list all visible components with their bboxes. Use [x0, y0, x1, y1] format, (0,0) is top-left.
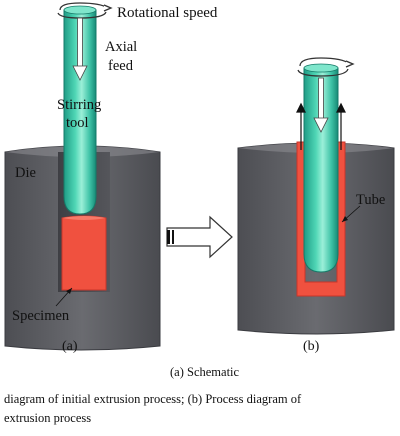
- panel-b: [237, 57, 395, 335]
- panel-a: [4, 2, 161, 351]
- specimen-leader-head: [66, 288, 72, 294]
- specimen-block: [61, 215, 107, 291]
- specimen-top: [62, 216, 106, 220]
- tool-feed-arrow: [313, 77, 329, 133]
- label-stirring: Stirring: [57, 97, 101, 113]
- label-axial: Axial: [105, 39, 137, 55]
- label-die: Die: [15, 165, 36, 181]
- tube-leader-head: [342, 216, 348, 222]
- tool-a-top: [63, 5, 97, 15]
- axial-feed-arrow: [72, 17, 88, 81]
- flow-arrow-left: [296, 102, 306, 150]
- caption-line-3: extrusion process: [4, 411, 92, 425]
- label-specimen: Specimen: [12, 308, 70, 324]
- label-tube: Tube: [356, 192, 385, 208]
- label-feed: feed: [108, 58, 134, 74]
- tool-b-top: [303, 63, 339, 73]
- extrusion-diagram: Rotational speed Axial feed Stirring too…: [4, 2, 395, 354]
- label-panel-b: (b): [303, 339, 320, 354]
- caption-line-1: (a) Schematic: [170, 365, 240, 379]
- caption-line-2: diagram of initial extrusion process; (b…: [4, 392, 302, 406]
- label-rotational-speed: Rotational speed: [117, 5, 218, 21]
- label-panel-a: (a): [62, 339, 78, 354]
- transition-arrow: [166, 215, 233, 259]
- rotation-arrow-b: [297, 57, 355, 77]
- stirring-tool-b: [303, 67, 339, 273]
- stirring-tool-a: [63, 9, 97, 215]
- flow-arrow-right: [336, 102, 346, 150]
- label-tool: tool: [66, 115, 89, 131]
